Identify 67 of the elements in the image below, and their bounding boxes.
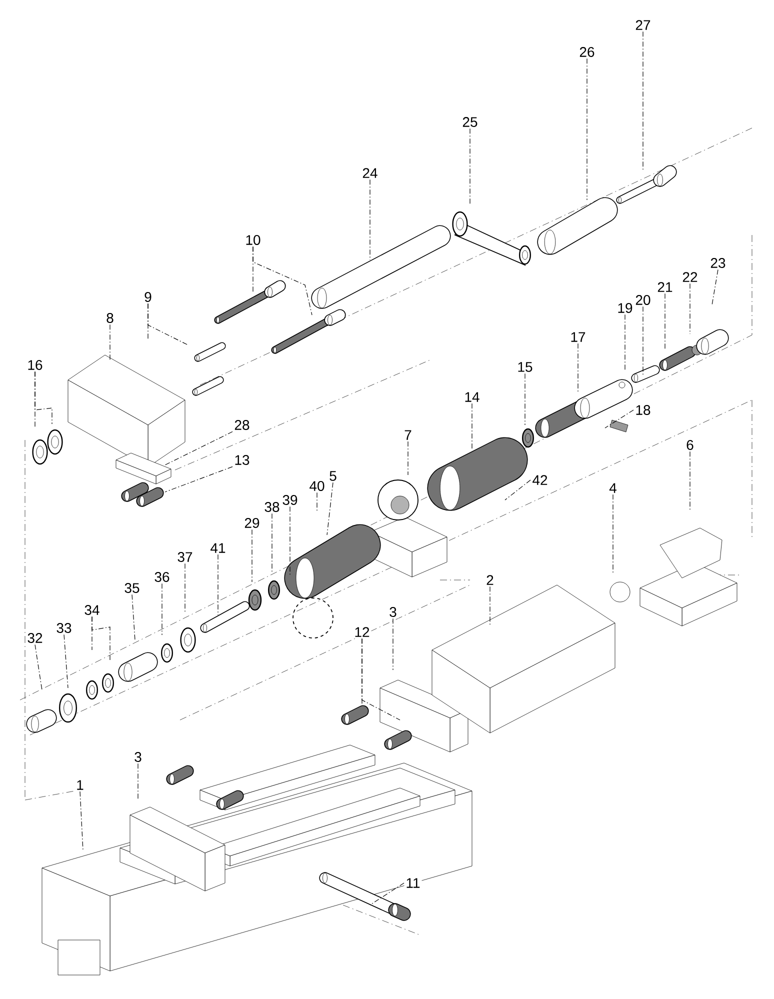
leader-line bbox=[664, 293, 666, 350]
callout-number: 25 bbox=[460, 116, 480, 128]
callout-number: 42 bbox=[530, 474, 550, 486]
leader-line bbox=[504, 480, 531, 500]
callout-number: 39 bbox=[280, 494, 300, 506]
callout-number: 13 bbox=[232, 454, 252, 466]
callout-number: 21 bbox=[656, 280, 674, 294]
leader-line bbox=[252, 246, 312, 316]
callout-number: 29 bbox=[242, 516, 262, 530]
leader-line bbox=[34, 644, 42, 690]
callout-number: 2 bbox=[484, 574, 496, 586]
leader-line bbox=[642, 31, 644, 170]
callout-number: 17 bbox=[568, 330, 588, 344]
callout-number: 18 bbox=[634, 404, 652, 416]
leader-line bbox=[712, 269, 718, 306]
leader-line bbox=[642, 306, 644, 376]
leader-line bbox=[524, 373, 526, 426]
callout-number: 26 bbox=[578, 46, 596, 58]
callout-number: 32 bbox=[26, 632, 44, 644]
callout-number: 11 bbox=[404, 876, 422, 890]
callout-number: 5 bbox=[328, 470, 338, 482]
callout-number: 10 bbox=[244, 234, 262, 246]
callout-number: 37 bbox=[176, 550, 194, 564]
callout-number: 12 bbox=[352, 626, 372, 638]
callout-number: 15 bbox=[516, 360, 534, 374]
callout-number: 28 bbox=[232, 418, 252, 432]
callout-number: 40 bbox=[308, 480, 326, 492]
leader-line bbox=[64, 634, 68, 688]
callout-number: 24 bbox=[360, 166, 380, 180]
callout-number: 22 bbox=[680, 270, 700, 284]
callout-number: 38 bbox=[262, 500, 282, 514]
callout-number: 27 bbox=[634, 18, 652, 32]
leader-line bbox=[370, 882, 404, 906]
leader-line bbox=[612, 494, 614, 574]
callout-number: 19 bbox=[616, 302, 634, 314]
callout-number: 20 bbox=[634, 294, 652, 306]
callout-number: 23 bbox=[708, 256, 728, 270]
leader-line bbox=[326, 482, 334, 536]
leader-line bbox=[164, 466, 233, 492]
callout-number: 34 bbox=[82, 604, 102, 616]
callout-number: 4 bbox=[608, 482, 618, 494]
leader-line bbox=[392, 618, 394, 670]
callout-number: 3 bbox=[132, 750, 144, 764]
leader-line bbox=[604, 410, 634, 428]
leader-line bbox=[80, 791, 84, 850]
callout-number: 36 bbox=[152, 570, 172, 584]
callout-number: 9 bbox=[142, 290, 154, 304]
leader-line bbox=[316, 492, 318, 512]
leader-line bbox=[164, 431, 233, 466]
callout-number: 14 bbox=[462, 390, 482, 404]
leader-line bbox=[184, 563, 186, 612]
leader-line bbox=[148, 303, 188, 346]
callout-number: 8 bbox=[104, 312, 116, 324]
leader-line bbox=[362, 638, 400, 720]
callout-number: 33 bbox=[54, 622, 74, 634]
callout-number: 7 bbox=[402, 428, 414, 442]
leader-line bbox=[586, 58, 588, 200]
callout-number: 16 bbox=[26, 358, 44, 372]
leader-line bbox=[92, 616, 110, 660]
leader-line bbox=[34, 371, 52, 424]
callout-number: 35 bbox=[122, 582, 142, 594]
callout-number: 1 bbox=[74, 778, 86, 792]
callout-number: 6 bbox=[684, 438, 696, 452]
leader-line bbox=[624, 314, 626, 370]
callout-number: 3 bbox=[388, 606, 398, 618]
callout-number: 41 bbox=[208, 542, 228, 554]
leader-line bbox=[132, 594, 136, 640]
